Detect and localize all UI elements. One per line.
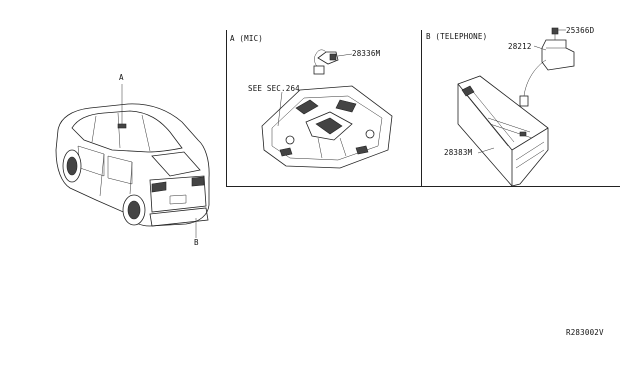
see-sec-label: SEE SEC.264 — [248, 84, 300, 93]
panel-a-title: A (MIC) — [230, 34, 264, 43]
telephone-unit-illustration — [457, 27, 575, 187]
panel-b-frame — [421, 30, 620, 187]
part-number-25366d: 25366D — [566, 26, 595, 35]
diagram-code: R283002V — [566, 328, 604, 337]
part-number-28212: 28212 — [508, 42, 532, 51]
panel-a-frame — [226, 30, 422, 187]
roof-console-illustration — [261, 85, 393, 169]
panel-b-title: B (TELEPHONE) — [426, 32, 488, 41]
vehicle-illustration — [55, 84, 210, 238]
part-number-28383m: 28383M — [444, 148, 473, 157]
part-number-28336m: 28336M — [352, 49, 381, 58]
mic-assembly-illustration — [313, 49, 353, 75]
callout-b-label: B — [194, 238, 199, 247]
callout-a-label: A — [119, 73, 124, 82]
